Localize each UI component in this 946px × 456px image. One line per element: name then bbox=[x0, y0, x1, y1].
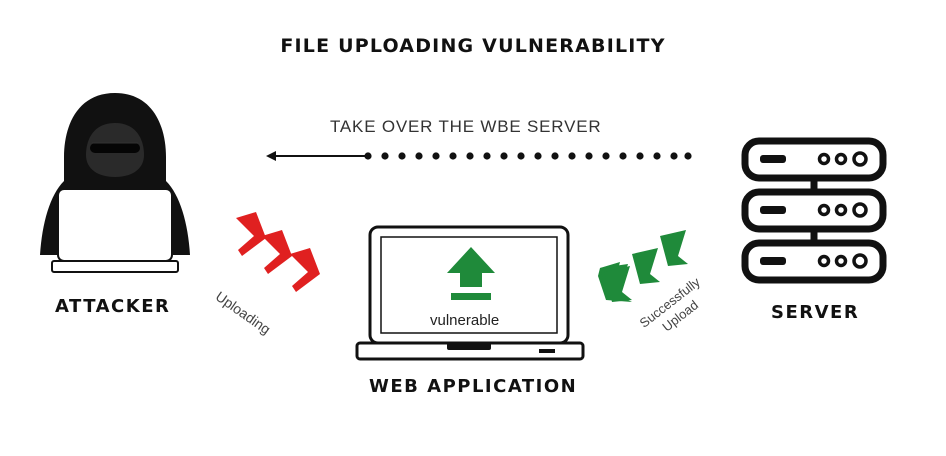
success-chevrons-icon bbox=[598, 230, 688, 302]
laptop-screen-text: vulnerable bbox=[430, 312, 500, 329]
server-label: SERVER bbox=[771, 302, 860, 323]
takeover-arrow-icon bbox=[266, 151, 692, 161]
hooded-hacker-icon bbox=[40, 93, 190, 273]
laptop-upload-icon bbox=[355, 225, 585, 361]
takeover-label: TAKE OVER THE WBE SERVER bbox=[330, 117, 602, 136]
uploading-label: Uploading bbox=[212, 288, 274, 338]
server-rack-icon bbox=[741, 137, 887, 284]
web-application-label: WEB APPLICATION bbox=[369, 376, 578, 397]
diagram-title: FILE UPLOADING VULNERABILITY bbox=[280, 35, 666, 57]
attacker-label: ATTACKER bbox=[55, 296, 171, 317]
upload-chevrons-icon bbox=[236, 212, 320, 292]
